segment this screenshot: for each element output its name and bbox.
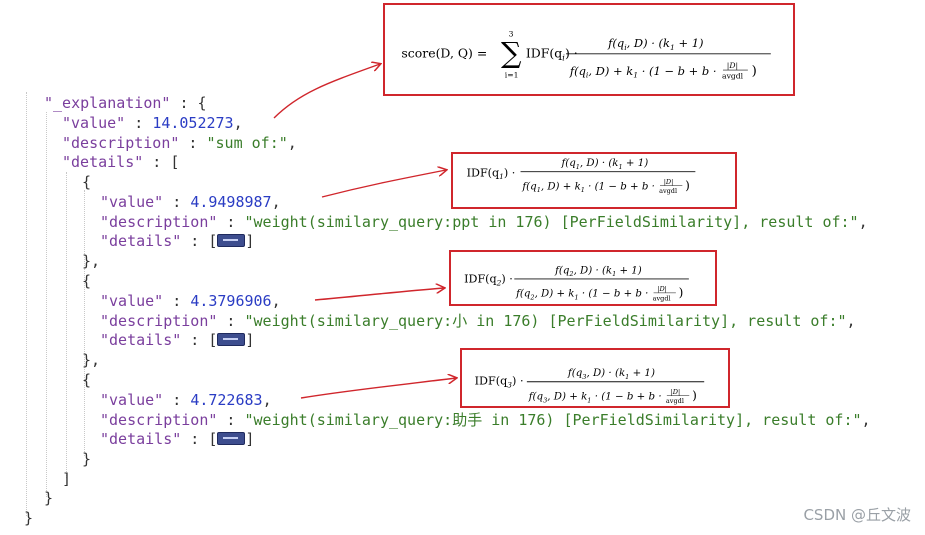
numerator: f(q3, D) · (k1 + 1) (567, 367, 655, 381)
detail-0-description: "weight(similary_query:ppt in 176) [PerF… (244, 213, 859, 231)
json-line-root-description: "description" : "sum of:", (62, 134, 297, 152)
detail-1-description-line: "description" : "weight(similary_query:小… (100, 312, 856, 330)
sum-top: 3 (509, 30, 514, 39)
json-line-root-value: "value" : 14.052273, (62, 114, 243, 132)
denominator: f(q2, D) + k1 · (1 − b + b · (515, 288, 648, 302)
idf-q3-formula: IDF(q3) · f(q3, D) · (k1 + 1) f(q3, D) +… (460, 348, 730, 408)
formula-q1-svg: IDF(q1) · f(q1, D) · (k1 + 1) f(q1, D) +… (467, 157, 696, 195)
indent-guide (84, 190, 85, 456)
value-key: "value" (62, 114, 126, 132)
detail-1-value: 4.3796906 (190, 292, 272, 310)
numerator: f(qi, D) · (k1 + 1) (607, 36, 703, 52)
frac-d: |D| (671, 388, 681, 396)
indent-guide (26, 92, 27, 516)
frac-d: |D| (727, 61, 738, 70)
detail-2-value-line: "value" : 4.722683, (100, 391, 272, 409)
idf-term: IDF(q1) · (467, 166, 516, 181)
details-key: "details" (62, 153, 144, 171)
root-value: 14.052273 (152, 114, 234, 132)
idf-q2-formula: IDF(q2) · f(q2, D) · (k1 + 1) f(q2, D) +… (449, 250, 717, 306)
bracket-close: ] (62, 470, 72, 488)
sum-sign: ∑ (501, 35, 522, 69)
watermark: CSDN @丘文波 (803, 506, 911, 524)
json-line-explanation: "_explanation" : { (44, 94, 207, 112)
paren-close: ) (692, 388, 697, 402)
detail-0-description-line: "description" : "weight(similary_query:p… (100, 213, 868, 231)
denominator: f(qi, D) + k1 · (1 − b + b · (569, 64, 717, 80)
frac-avgdl: avgdl (666, 397, 684, 405)
brace-open: { (82, 272, 92, 290)
detail-1-value-line: "value" : 4.3796906, (100, 292, 281, 310)
paren-close: ) (752, 64, 757, 79)
indent-guide (66, 172, 67, 478)
value-key: "value" (100, 193, 164, 211)
bm25-score-formula: score(D, Q) = ∑ 3 i=1 IDF(qi) · f(qi, D)… (383, 3, 795, 96)
sum-bottom: i=1 (505, 71, 519, 80)
numerator: f(q1, D) · (k1 + 1) (560, 157, 648, 171)
formula-q3-svg: IDF(q3) · f(q3, D) · (k1 + 1) f(q3, D) +… (475, 367, 705, 405)
brace-close: }, (82, 252, 101, 270)
detail-2-value: 4.722683 (190, 391, 263, 409)
explanation-key: "_explanation" (44, 94, 171, 112)
brace-close: } (82, 450, 92, 468)
indent-guide (46, 112, 47, 497)
collapsed-array-button[interactable] (217, 234, 246, 247)
formula-main-svg: score(D, Q) = ∑ 3 i=1 IDF(qi) · f(qi, D)… (401, 30, 771, 81)
frac-avgdl: avgdl (722, 72, 744, 81)
description-key: "description" (100, 312, 218, 330)
detail-2-details-line: "details" : [] (100, 430, 255, 448)
value-key: "value" (100, 391, 164, 409)
details-key: "details" (100, 430, 182, 448)
detail-2-description-line: "description" : "weight(similary_query:助… (100, 411, 871, 429)
brace-close-root: } (24, 509, 34, 527)
detail-2-description: "weight(similary_query:助手 in 176) [PerFi… (244, 411, 862, 429)
paren-close: ) (679, 286, 684, 300)
brace-close: } (44, 489, 54, 507)
formula-lhs: score(D, Q) = (401, 46, 487, 61)
detail-0-value-line: "value" : 4.9498987, (100, 193, 281, 211)
brace-open: { (82, 173, 92, 191)
frac-d: |D| (664, 178, 674, 186)
description-key: "description" (100, 213, 218, 231)
value-key: "value" (100, 292, 164, 310)
detail-0-value: 4.9498987 (190, 193, 272, 211)
description-key: "description" (62, 134, 180, 152)
frac-avgdl: avgdl (653, 294, 671, 302)
brace-close: }, (82, 351, 101, 369)
brace-open: { (82, 371, 92, 389)
frac-d: |D| (657, 285, 667, 293)
idf-term: IDF(q3) · (475, 375, 524, 390)
description-key: "description" (100, 411, 218, 429)
frac-avgdl: avgdl (659, 187, 677, 195)
formula-q2-svg: IDF(q2) · f(q2, D) · (k1 + 1) f(q2, D) +… (464, 264, 689, 302)
details-key: "details" (100, 331, 182, 349)
root-description: "sum of:" (206, 134, 288, 152)
detail-1-details-line: "details" : [] (100, 331, 255, 349)
idf-term: IDF(qi) · (526, 46, 578, 64)
json-line-details: "details" : [ (62, 153, 180, 171)
details-key: "details" (100, 232, 182, 250)
detail-1-description: "weight(similary_query:小 in 176) [PerFie… (244, 312, 847, 330)
idf-q1-formula: IDF(q1) · f(q1, D) · (k1 + 1) f(q1, D) +… (451, 152, 737, 209)
detail-0-details-line: "details" : [] (100, 232, 255, 250)
collapsed-array-button[interactable] (217, 333, 246, 346)
numerator: f(q2, D) · (k1 + 1) (554, 264, 642, 278)
idf-term: IDF(q2) · (464, 273, 513, 288)
denominator: f(q1, D) + k1 · (1 − b + b · (521, 180, 654, 194)
paren-close: ) (685, 178, 690, 192)
denominator: f(q3, D) + k1 · (1 − b + b · (528, 390, 662, 404)
collapsed-array-button[interactable] (217, 432, 246, 445)
